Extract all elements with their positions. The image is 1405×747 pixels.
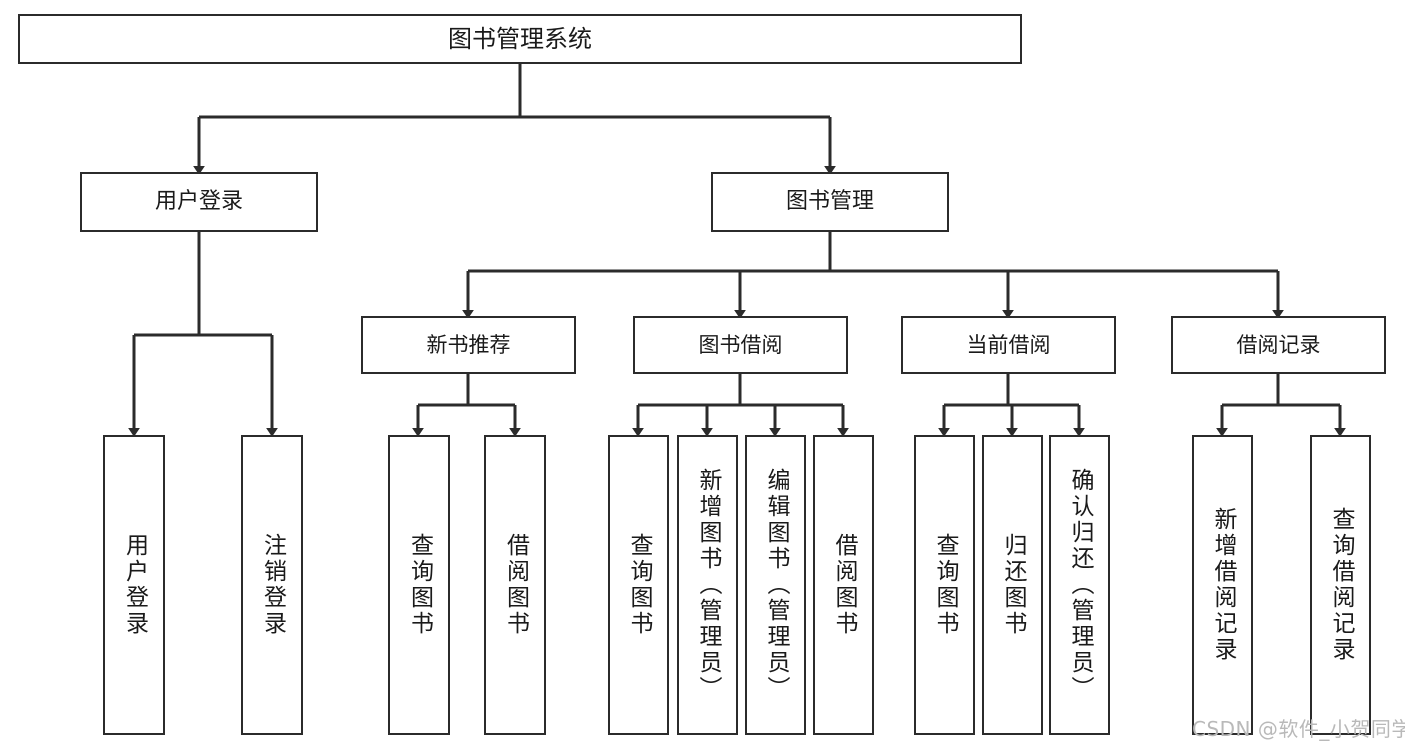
node-user-login[interactable]: 用户登录 — [80, 172, 318, 232]
node-label: 编辑图书（管理员） — [763, 468, 789, 702]
leaf-user-logout[interactable]: 注销登录 — [241, 435, 303, 735]
node-new-book-recommend[interactable]: 新书推荐 — [361, 316, 576, 374]
leaf-recommend-borrow-book[interactable]: 借阅图书 — [484, 435, 546, 735]
node-label: 图书管理 — [785, 189, 874, 215]
node-label: 注销登录 — [259, 533, 286, 637]
leaf-current-return-book[interactable]: 归还图书 — [982, 435, 1043, 735]
leaf-borrow-edit-book-admin[interactable]: 编辑图书（管理员） — [745, 435, 806, 735]
node-root-system[interactable]: 图书管理系统 — [18, 14, 1022, 64]
leaf-current-query-book[interactable]: 查询图书 — [914, 435, 975, 735]
node-label: 新书推荐 — [426, 332, 511, 357]
leaf-borrow-add-book-admin[interactable]: 新增图书（管理员） — [677, 435, 738, 735]
node-label: 用户登录 — [154, 189, 243, 215]
csdn-watermark: CSDN @软件_小贺同学 — [1192, 717, 1405, 741]
node-label: 查询图书 — [932, 533, 958, 637]
node-label: 查询图书 — [626, 533, 652, 637]
leaf-recommend-query-book[interactable]: 查询图书 — [388, 435, 450, 735]
leaf-user-login[interactable]: 用户登录 — [103, 435, 165, 735]
node-label: 新增图书（管理员） — [695, 468, 721, 702]
leaf-record-query-record[interactable]: 查询借阅记录 — [1310, 435, 1371, 735]
node-label: 查询借阅记录 — [1328, 507, 1354, 663]
node-label: 确认归还（管理员） — [1067, 468, 1093, 702]
leaf-record-add-record[interactable]: 新增借阅记录 — [1192, 435, 1253, 735]
node-borrow-record[interactable]: 借阅记录 — [1171, 316, 1386, 374]
leaf-borrow-query-book[interactable]: 查询图书 — [608, 435, 669, 735]
node-label: 借阅图书 — [831, 533, 857, 637]
node-label: 新增借阅记录 — [1210, 507, 1236, 663]
leaf-borrow-borrow-book[interactable]: 借阅图书 — [813, 435, 874, 735]
node-label: 图书管理系统 — [448, 24, 592, 53]
node-label: 借阅图书 — [502, 533, 529, 637]
node-current-borrow[interactable]: 当前借阅 — [901, 316, 1116, 374]
node-label: 归还图书 — [1000, 533, 1026, 637]
node-book-management[interactable]: 图书管理 — [711, 172, 949, 232]
node-label: 用户登录 — [121, 533, 148, 637]
node-book-borrow[interactable]: 图书借阅 — [633, 316, 848, 374]
node-label: 当前借阅 — [966, 332, 1051, 357]
node-label: 图书借阅 — [698, 332, 783, 357]
node-label: 查询图书 — [406, 533, 433, 637]
node-label: 借阅记录 — [1236, 332, 1321, 357]
leaf-current-confirm-return-admin[interactable]: 确认归还（管理员） — [1049, 435, 1110, 735]
